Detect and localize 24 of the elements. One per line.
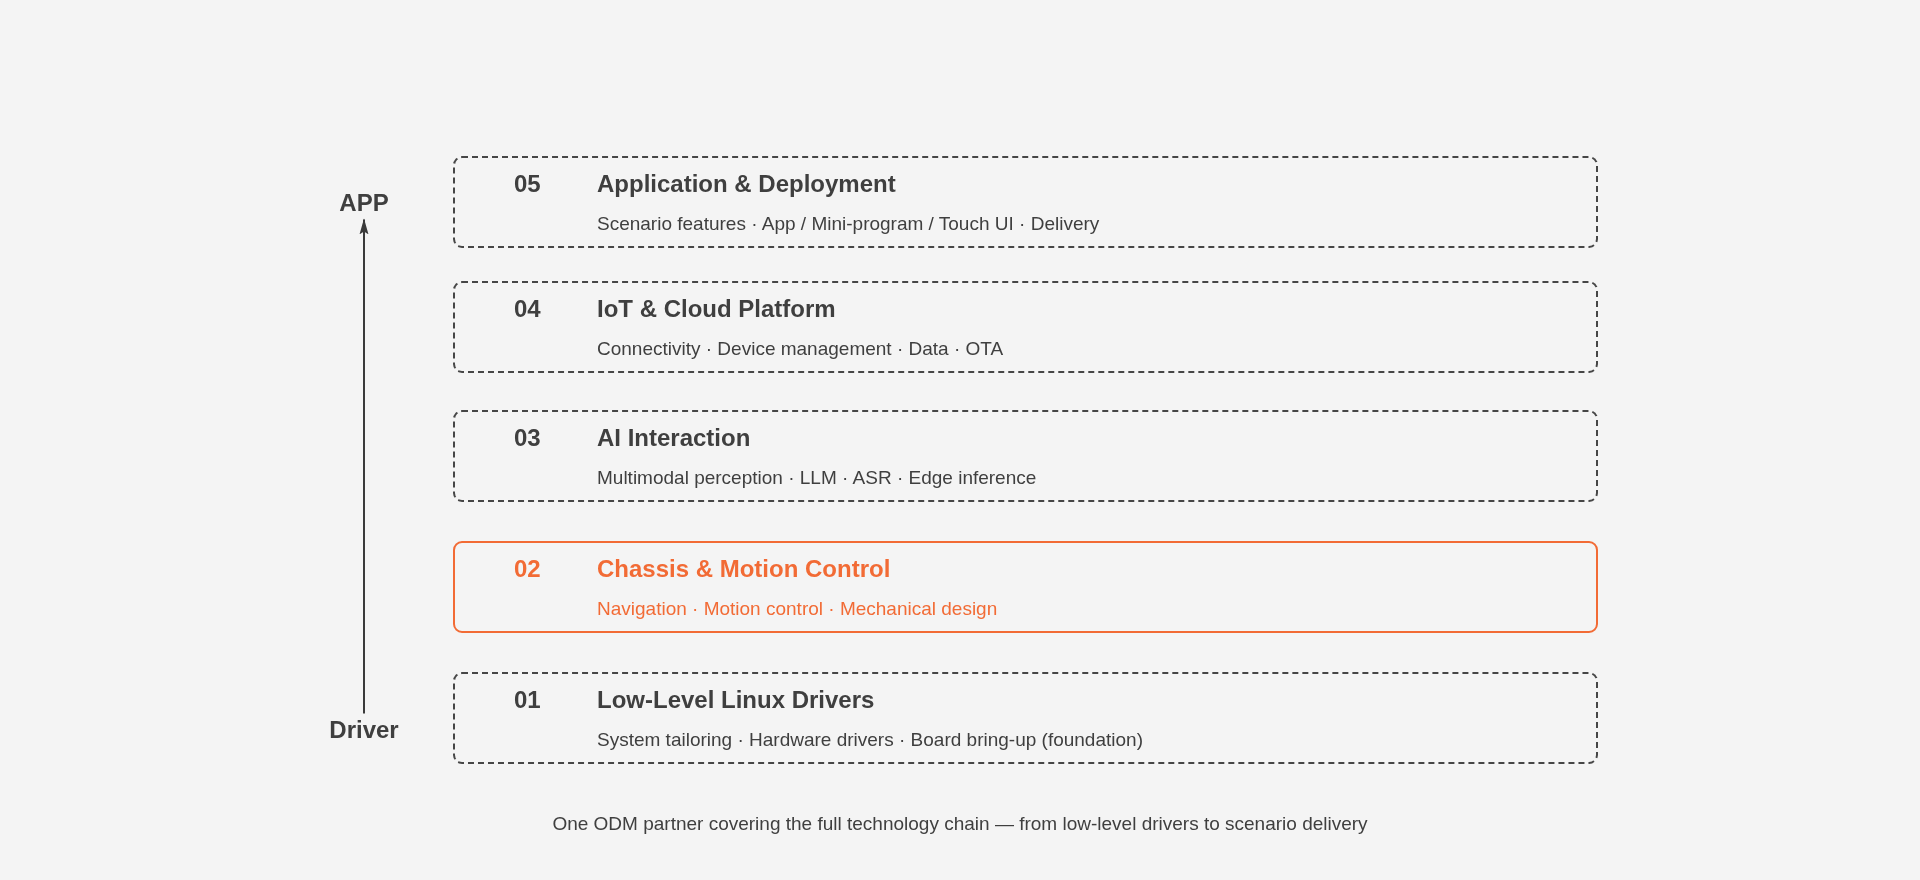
layer-box (453, 541, 1598, 633)
layer-description: System tailoring · Hardware drivers · Board bring-up (foundation) (597, 729, 1143, 752)
layer-box (453, 156, 1598, 248)
layer-number: 05 (514, 170, 541, 199)
layer-box (453, 281, 1598, 373)
layer-description: Scenario features · App / Mini-program / Touch UI · Delivery (597, 213, 1100, 236)
arrow (359, 218, 369, 715)
layer-title: Application & Deployment (597, 170, 896, 199)
layer-number: 04 (514, 295, 541, 324)
layer-description: Multimodal perception · LLM · ASR · Edge inference (597, 467, 1037, 490)
level-label: APP (339, 188, 389, 218)
layer-title: Chassis & Motion Control (597, 555, 891, 584)
caption: One ODM partner covering the full technology chain — from low-level drivers to scenario delivery (552, 813, 1368, 836)
layer-box (453, 410, 1598, 502)
layer-box (453, 672, 1598, 764)
layer-title: IoT & Cloud Platform (597, 295, 836, 324)
layer-number: 01 (514, 686, 541, 715)
layer-number: 03 (514, 424, 541, 453)
layer-description: Connectivity · Device management · Data · OTA (597, 338, 1004, 361)
layer-number: 02 (514, 555, 541, 584)
layer-title: Low-Level Linux Drivers (597, 686, 875, 715)
layer-title: AI Interaction (597, 424, 751, 453)
layer-description: Navigation · Motion control · Mechanical design (597, 598, 998, 621)
level-label: Driver (329, 715, 399, 745)
